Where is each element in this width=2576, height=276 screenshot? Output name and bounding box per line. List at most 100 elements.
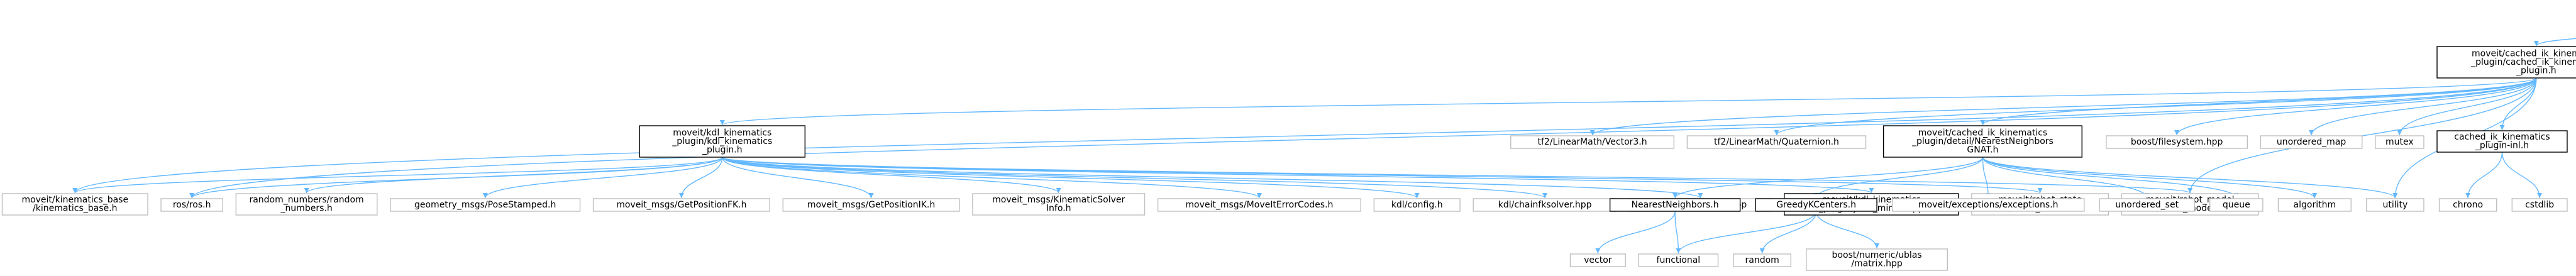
node-label-kdl_plugin-1: _plugin/kdl_kinematics: [672, 136, 772, 146]
node-unordered_map[interactable]: unordered_map: [2260, 135, 2363, 149]
node-box-greedy: [1755, 198, 1877, 212]
node-functional[interactable]: functional: [1638, 253, 1719, 267]
node-box-kin_base: [1, 193, 148, 216]
node-get_fk[interactable]: moveit_msgs/GetPositionFK.h: [592, 198, 770, 212]
edge-cached_ik-to-robot_model: [2187, 77, 2537, 194]
node-ublas[interactable]: boost/numeric/ublas/matrix.hpp: [1806, 248, 1949, 271]
node-label-kin_base-1: /kinematics_base.h: [33, 204, 117, 214]
edge-kdl_plugin-to-get_fk: [678, 157, 723, 199]
node-algorithm[interactable]: algorithm: [2277, 198, 2352, 212]
edge-gnat-to-greedy: [1813, 157, 1984, 199]
edge-kdl_plugin-to-pose_stamped: [482, 157, 723, 199]
edge-kdl_plugin-to-joint_mimic: [722, 157, 1874, 194]
node-unordered_set[interactable]: unordered_set: [2099, 198, 2195, 212]
node-gnat[interactable]: moveit/cached_ik_kinematics_plugin/detai…: [1882, 125, 2082, 158]
node-exceptions[interactable]: moveit/exceptions/exceptions.h: [1891, 198, 2085, 212]
edge-cached_ik-to-gnat: [1980, 77, 2537, 126]
node-random[interactable]: random: [1733, 253, 1791, 267]
node-label-cached_ik-2: _plugin.h: [2516, 65, 2557, 75]
node-label-kdl_plugin-0: moveit/kdl_kinematics: [673, 128, 771, 138]
edge-kdl_plugin-to-error_codes: [722, 157, 1262, 199]
node-box-nn: [1609, 198, 1741, 212]
node-label-fksolver-0: kdl/chainfksolver.hpp: [1498, 200, 1592, 210]
node-error_codes[interactable]: moveit_msgs/MoveItErrorCodes.h: [1157, 198, 1361, 212]
node-box-random_numbers: [235, 193, 378, 216]
edge-gnat-to-unordered_set: [1982, 157, 2150, 199]
node-nn[interactable]: NearestNeighbors.h: [1609, 198, 1741, 212]
node-label-algorithm-0: algorithm: [2294, 200, 2336, 210]
edge-cached_ik-to-ros: [189, 77, 2537, 199]
node-cstdlib[interactable]: cstdlib: [2511, 198, 2568, 212]
node-box-utility: [2366, 198, 2424, 212]
edge-greedy-to-functional: [1676, 211, 1817, 254]
node-box-exceptions: [1891, 198, 2085, 212]
edge-cached_ik-to-unordered_map: [2309, 77, 2537, 136]
node-vector[interactable]: vector: [1569, 253, 1626, 267]
node-box-solver_info: [972, 193, 1146, 216]
node-box-error_codes: [1157, 198, 1361, 212]
edge-kdl_plugin-to-robot_model: [722, 157, 2192, 194]
node-label-random-0: random: [1745, 255, 1779, 265]
node-cached_ik[interactable]: moveit/cached_ik_kinematics_plugin/cache…: [2436, 46, 2576, 79]
node-label-solver_info-1: Info.h: [1046, 204, 1071, 214]
edge-kdl_plugin-to-get_ik: [722, 157, 874, 199]
edge-kdl_plugin-to-random_numbers: [304, 157, 723, 194]
node-label-chrono-0: chrono: [2453, 200, 2483, 210]
node-vector3[interactable]: tf2/LinearMath/Vector3.h: [1510, 135, 1675, 149]
node-label-kin_base-0: moveit/kinematics_base: [21, 195, 128, 205]
node-utility[interactable]: utility: [2366, 198, 2424, 212]
node-ros[interactable]: ros/ros.h: [160, 198, 223, 212]
edge-cached_ik-to-vector3: [1589, 77, 2537, 136]
node-label-pose_stamped-0: geometry_msgs/PoseStamped.h: [414, 200, 556, 210]
node-box-functional: [1638, 253, 1719, 267]
node-box-vector: [1569, 253, 1626, 267]
edge-gnat-to-queue: [1982, 157, 2239, 199]
node-queue[interactable]: queue: [2209, 198, 2264, 212]
node-box-chrono: [2438, 198, 2497, 212]
node-inl[interactable]: cached_ik_kinematics_plugin-inl.h: [2436, 130, 2568, 153]
node-box-inl: [2436, 130, 2568, 153]
edges-layer: [72, 38, 2576, 254]
node-label-error_codes-0: moveit_msgs/MoveItErrorCodes.h: [1185, 200, 1333, 210]
node-label-gnat-0: moveit/cached_ik_kinematics: [1918, 128, 2048, 138]
node-label-boost_fs-0: boost/filesystem.hpp: [2131, 137, 2223, 147]
node-random_numbers[interactable]: random_numbers/random_numbers.h: [235, 193, 378, 216]
node-label-gnat-1: _plugin/detail/NearestNeighbors: [1911, 136, 2054, 146]
node-box-ublas: [1806, 248, 1949, 271]
node-label-get_fk-0: moveit_msgs/GetPositionFK.h: [616, 200, 746, 210]
node-label-cstdlib-0: cstdlib: [2525, 200, 2554, 210]
node-label-random_numbers-1: _numbers.h: [280, 204, 332, 214]
node-box-boost_fs: [2106, 135, 2248, 149]
node-chrono[interactable]: chrono: [2438, 198, 2497, 212]
node-pose_stamped[interactable]: geometry_msgs/PoseStamped.h: [390, 198, 581, 212]
node-get_ik[interactable]: moveit_msgs/GetPositionIK.h: [782, 198, 960, 212]
edge-cached_ik-to-boost_fs: [2174, 77, 2537, 136]
node-label-get_ik-0: moveit_msgs/GetPositionIK.h: [807, 200, 935, 210]
node-label-inl-0: cached_ik_kinematics: [2454, 132, 2550, 142]
node-boost_fs[interactable]: boost/filesystem.hpp: [2106, 135, 2248, 149]
node-label-kdl_plugin-2: _plugin.h: [702, 145, 743, 155]
node-label-solver_info-0: moveit_msgs/KinematicSolver: [992, 195, 1125, 205]
node-mutex[interactable]: mutex: [2375, 135, 2424, 149]
node-box-get_fk: [592, 198, 770, 212]
node-kin_base[interactable]: moveit/kinematics_base/kinematics_base.h: [1, 193, 148, 216]
node-box-ros: [160, 198, 223, 212]
node-kdl_config[interactable]: kdl/config.h: [1373, 198, 1461, 212]
edge-gnat-to-exceptions: [1982, 157, 1991, 199]
node-greedy[interactable]: GreedyKCenters.h: [1755, 198, 1877, 212]
node-kdl_plugin[interactable]: moveit/kdl_kinematics_plugin/kdl_kinemat…: [639, 125, 806, 158]
edge-gnat-to-utility: [1982, 157, 2398, 199]
node-quaternion[interactable]: tf2/LinearMath/Quaternion.h: [1686, 135, 1867, 149]
node-label-nn-0: NearestNeighbors.h: [1632, 200, 1719, 210]
edge-kdl_plugin-to-iksolver: [722, 157, 1703, 199]
node-label-mutex-0: mutex: [2385, 137, 2414, 147]
node-label-ublas-0: boost/numeric/ublas: [1832, 250, 1922, 260]
node-label-inl-1: _plugin-inl.h: [2475, 141, 2529, 151]
node-label-quaternion-0: tf2/LinearMath/Quaternion.h: [1714, 137, 1839, 147]
node-box-pose_stamped: [390, 198, 581, 212]
node-fksolver[interactable]: kdl/chainfksolver.hpp: [1473, 198, 1617, 212]
edge-greedy-to-ublas: [1815, 211, 1880, 249]
node-label-gnat-2: GNAT.h: [1967, 145, 1998, 155]
